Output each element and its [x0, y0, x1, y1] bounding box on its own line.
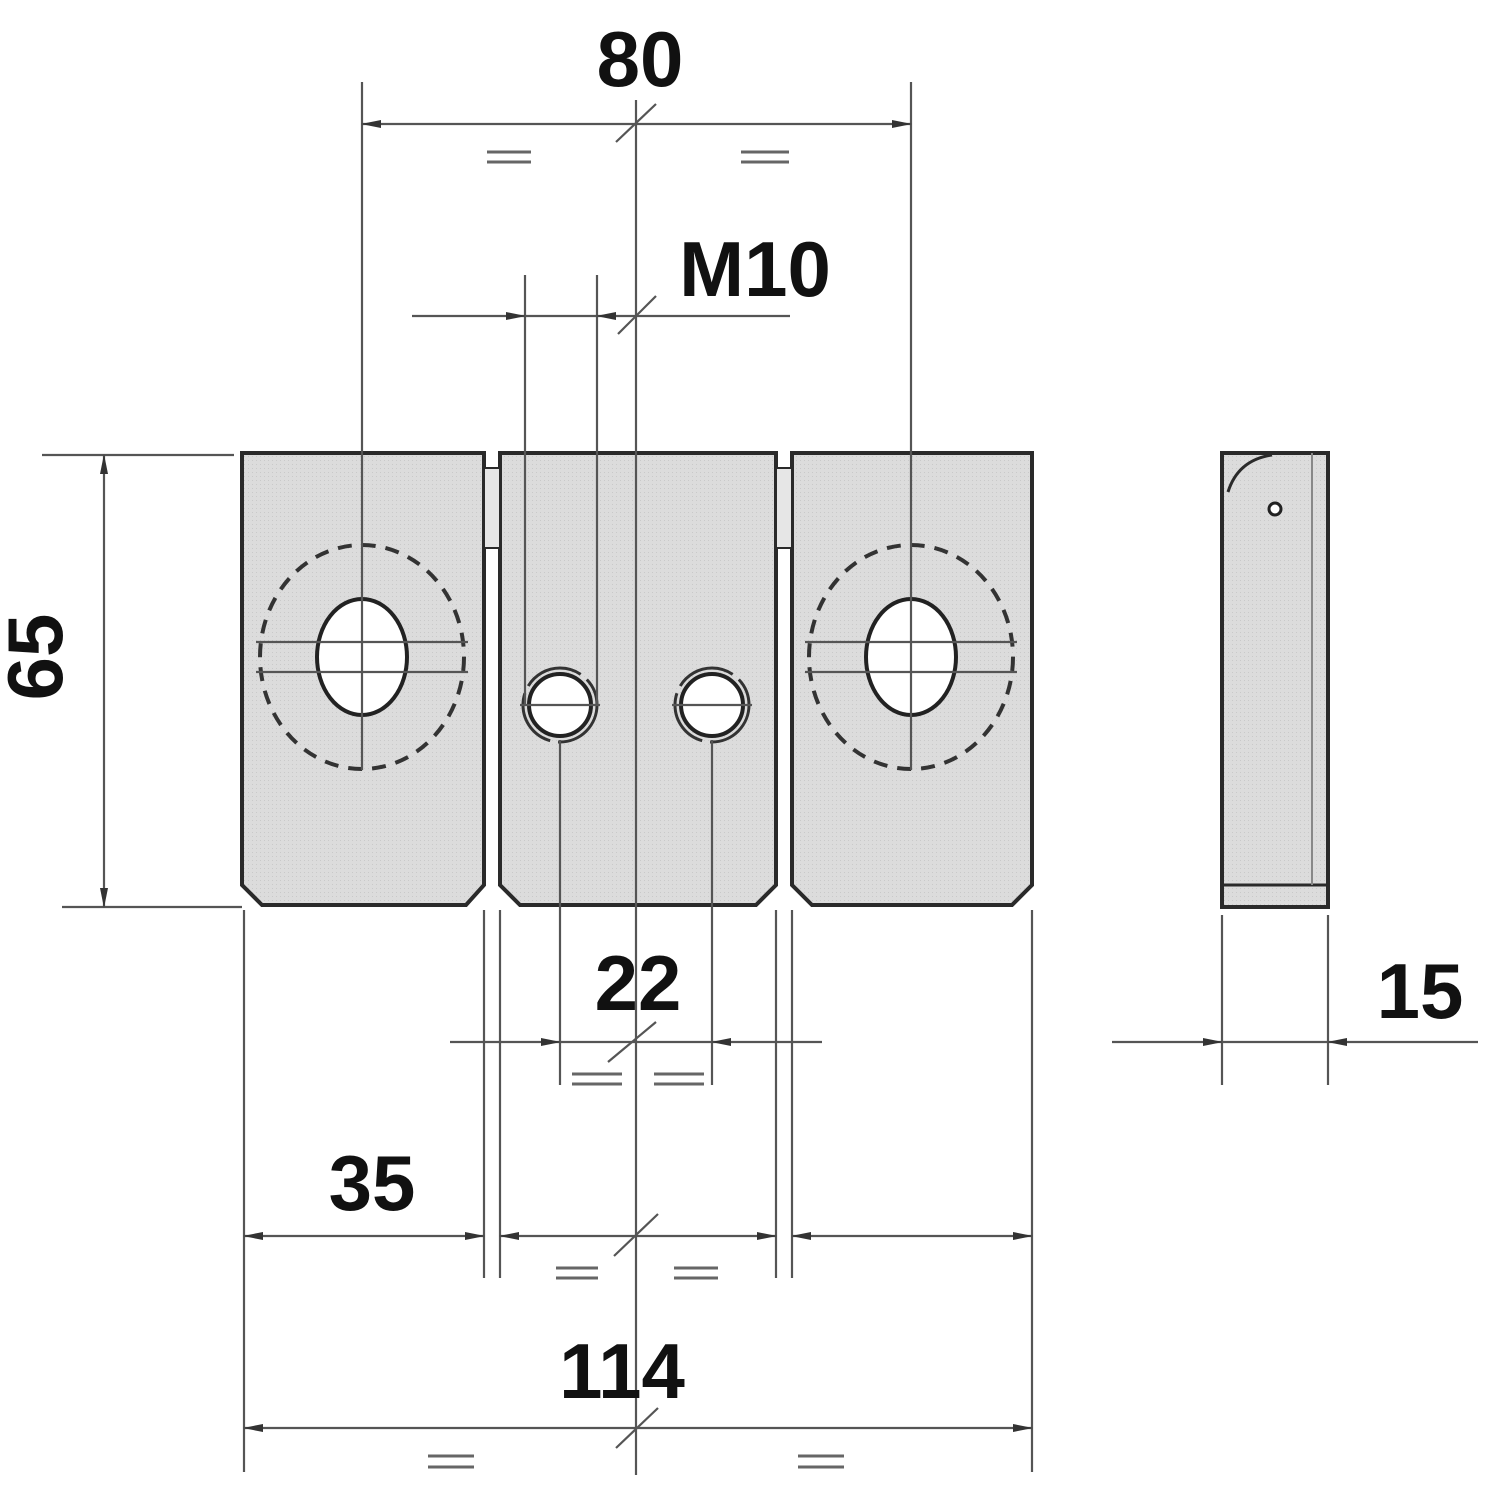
- dim-center-spacing: 22: [595, 939, 682, 1027]
- side-pin-hole: [1267, 501, 1283, 517]
- extension-lines: [42, 82, 1330, 1475]
- dim-height: 65: [0, 614, 79, 701]
- dim-thickness: 15: [1377, 947, 1464, 1035]
- equal-marks: [428, 150, 844, 1469]
- middle-plate: [498, 451, 778, 907]
- right-counterbore: [807, 543, 1015, 771]
- dimension-lines: [100, 103, 1478, 1449]
- dim-total-width: 114: [559, 1327, 685, 1415]
- side-plate: [1220, 451, 1330, 909]
- joint-tab-left: [483, 467, 501, 549]
- dim-plate-width: 35: [329, 1139, 416, 1227]
- joint-tab-right: [775, 467, 793, 549]
- left-counterbore: [258, 543, 466, 771]
- side-view: [1220, 451, 1330, 909]
- dim-thread: M10: [679, 225, 831, 313]
- dim-hole-spacing: 80: [597, 15, 684, 103]
